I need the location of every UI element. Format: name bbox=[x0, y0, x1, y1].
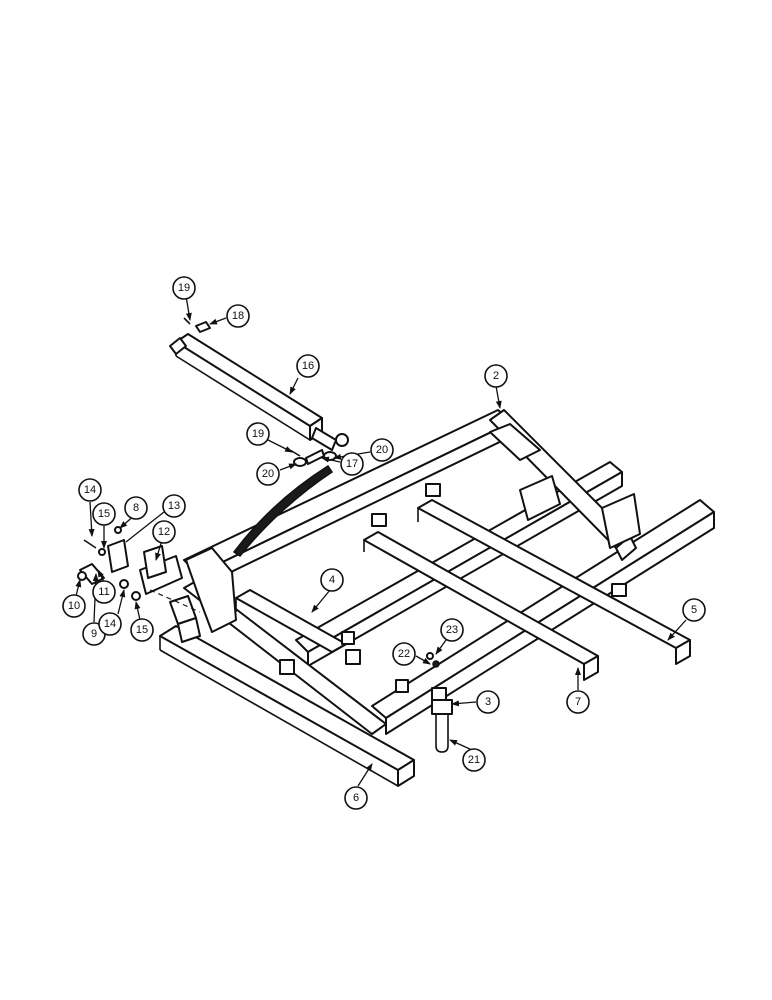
callout-15b: 15 bbox=[130, 618, 154, 642]
callout-12: 12 bbox=[152, 520, 176, 544]
callout-21: 21 bbox=[462, 748, 486, 772]
rail-brackets bbox=[279, 483, 627, 707]
cross-tube-7 bbox=[363, 531, 599, 681]
svg-text:3: 3 bbox=[485, 696, 491, 708]
svg-text:5: 5 bbox=[691, 604, 697, 616]
svg-text:7: 7 bbox=[575, 696, 581, 708]
hydraulic-cylinder bbox=[169, 333, 349, 451]
callout-3: 3 bbox=[476, 690, 500, 714]
callout-7: 7 bbox=[566, 690, 590, 714]
callout-6: 6 bbox=[344, 786, 368, 810]
callout-14b: 14 bbox=[98, 612, 122, 636]
callout-22: 22 bbox=[392, 642, 416, 666]
frame-right-rail bbox=[371, 499, 715, 735]
hitch-tower bbox=[169, 547, 237, 643]
svg-text:23: 23 bbox=[446, 624, 458, 636]
svg-text:16: 16 bbox=[302, 360, 314, 372]
callout-18: 18 bbox=[226, 304, 250, 328]
callout-5: 5 bbox=[682, 598, 706, 622]
svg-text:14: 14 bbox=[84, 484, 96, 496]
svg-text:20: 20 bbox=[262, 468, 274, 480]
svg-text:13: 13 bbox=[168, 500, 180, 512]
svg-text:2: 2 bbox=[493, 370, 499, 382]
svg-text:12: 12 bbox=[158, 526, 170, 538]
svg-text:19: 19 bbox=[252, 428, 264, 440]
svg-text:8: 8 bbox=[133, 502, 139, 514]
svg-text:11: 11 bbox=[98, 586, 109, 598]
alignment-line bbox=[149, 589, 201, 613]
nut-washer bbox=[426, 652, 440, 668]
svg-text:20: 20 bbox=[376, 444, 388, 456]
callout-4: 4 bbox=[320, 568, 344, 592]
svg-text:15: 15 bbox=[136, 624, 148, 636]
clevis-hardware bbox=[77, 526, 183, 601]
cross-tube-6 bbox=[159, 625, 415, 787]
svg-text:21: 21 bbox=[468, 754, 480, 766]
svg-text:18: 18 bbox=[232, 310, 244, 322]
callout-8: 8 bbox=[124, 496, 148, 520]
callout-11: 11 bbox=[92, 580, 116, 604]
callout-19b: 19 bbox=[246, 422, 270, 446]
svg-text:22: 22 bbox=[398, 648, 410, 660]
callout-10: 10 bbox=[62, 594, 86, 618]
callout-13: 13 bbox=[162, 494, 186, 518]
callout-23: 23 bbox=[440, 618, 464, 642]
callout-2: 2 bbox=[484, 364, 508, 388]
callout-17: 17 bbox=[340, 452, 364, 476]
svg-text:15: 15 bbox=[98, 508, 110, 520]
cross-tube-5 bbox=[417, 499, 691, 665]
callout-20b: 20 bbox=[370, 438, 394, 462]
svg-text:14: 14 bbox=[104, 618, 116, 630]
callout-19a: 19 bbox=[172, 276, 196, 300]
callout-16: 16 bbox=[296, 354, 320, 378]
callout-20a: 20 bbox=[256, 462, 280, 486]
svg-text:4: 4 bbox=[329, 574, 335, 586]
u-bolt bbox=[431, 699, 453, 753]
svg-text:19: 19 bbox=[178, 282, 190, 294]
callout-15a: 15 bbox=[92, 502, 116, 526]
svg-text:17: 17 bbox=[346, 458, 358, 470]
svg-text:6: 6 bbox=[353, 792, 359, 804]
svg-text:9: 9 bbox=[91, 628, 97, 640]
hydraulic-hose bbox=[232, 464, 334, 558]
rear-uprights bbox=[489, 423, 641, 549]
callout-14a: 14 bbox=[78, 478, 102, 502]
cylinder-pin-hardware bbox=[183, 317, 337, 467]
svg-text:10: 10 bbox=[68, 600, 80, 612]
